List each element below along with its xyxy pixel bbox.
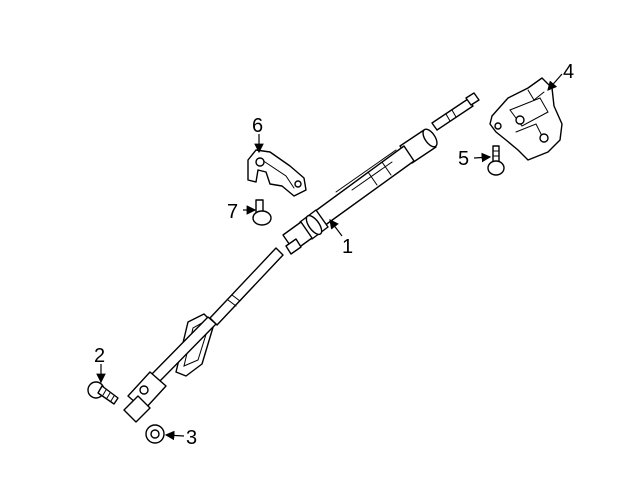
leader-1 [329, 219, 343, 237]
column-housing [489, 77, 563, 161]
steering-shaft [123, 92, 480, 423]
callout-2: 2 [94, 345, 105, 367]
callout-7: 7 [227, 201, 238, 223]
callout-4: 4 [563, 61, 574, 83]
leader-5 [473, 152, 492, 163]
callout-3: 3 [186, 427, 197, 449]
bolt-part-5 [487, 145, 505, 176]
nut-part-3 [145, 424, 165, 444]
leader-4 [547, 73, 563, 91]
callout-1: 1 [342, 236, 353, 258]
bolt-part-2 [87, 381, 119, 405]
callout-6: 6 [252, 115, 263, 137]
bolt-part-7 [252, 199, 272, 226]
leader-3 [164, 430, 185, 441]
callout-5: 5 [458, 148, 469, 170]
bracket-part-6 [247, 149, 307, 197]
